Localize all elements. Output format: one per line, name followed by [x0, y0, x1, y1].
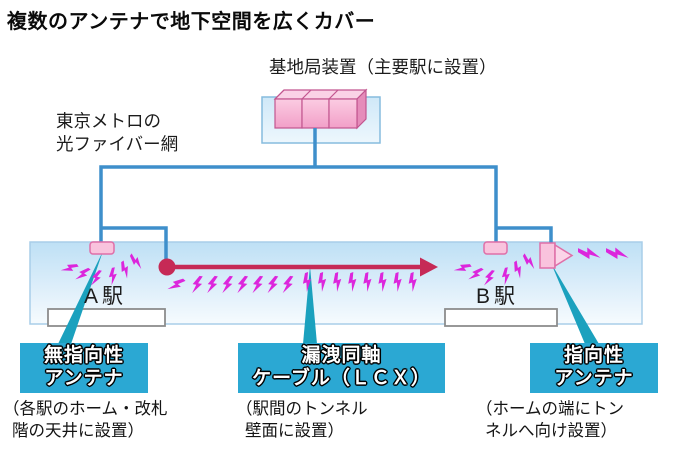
desc-lcx-line1: （駅間のトンネル [236, 400, 368, 418]
diagram-title: 複数のアンテナで地下空間を広くカバー [7, 11, 376, 33]
base-station-label: 基地局装置（主要駅に設置） [269, 57, 497, 77]
station-b-label: B駅 [476, 285, 520, 308]
fiber-label-line1: 東京メトロの [56, 111, 161, 131]
desc-directional-line2: ネルへ向け設置） [485, 422, 617, 441]
callout-directional-line2: アンテナ [554, 368, 634, 389]
callout-lcx-cable: 漏洩同軸 ケーブル（ＬＣＸ） [238, 343, 445, 393]
callout-lcx-line1: 漏洩同軸 [301, 345, 382, 367]
fiber-network-label: 東京メトロの 光ファイバー網 [56, 110, 178, 156]
callout-leader-lines [58, 251, 599, 344]
base-station-icon [273, 88, 368, 130]
leader-directional [551, 263, 599, 344]
desc-omni-antenna: （各駅のホーム・改札 階の天井に設置） [3, 398, 168, 443]
omni-antenna-b-icon [483, 241, 508, 255]
desc-omni-line2: 階の天井に設置） [12, 422, 144, 441]
platform-a [47, 308, 166, 327]
desc-directional-line1: （ホームの端にトン [476, 400, 625, 418]
leader-lcx [303, 266, 317, 344]
station-a-label: A駅 [84, 285, 128, 308]
leader-omni [58, 251, 103, 344]
desc-omni-line1: （各駅のホーム・改札 [3, 400, 168, 418]
callout-omni-line2: アンテナ [44, 368, 124, 389]
fiber-network-line [99, 128, 553, 260]
desc-lcx-cable: （駅間のトンネル 壁面に設置） [236, 398, 368, 443]
platform-b [444, 308, 558, 327]
lcx-cable-arrow [158, 257, 438, 277]
callout-directional-antenna: 指向性 アンテナ [530, 343, 658, 393]
omni-antenna-a-icon [89, 241, 115, 255]
callout-omni-line1: 無指向性 [43, 345, 124, 367]
directional-antenna-icon [539, 242, 574, 269]
callout-lcx-line2: ケーブル（ＬＣＸ） [252, 368, 431, 389]
desc-directional-antenna: （ホームの端にトン ネルへ向け設置） [476, 398, 624, 443]
callout-omni-antenna: 無指向性 アンテナ [20, 343, 148, 393]
callout-directional-line1: 指向性 [563, 345, 624, 367]
desc-lcx-line2: 壁面に設置） [245, 422, 344, 441]
fiber-label-line2: 光ファイバー網 [56, 134, 179, 155]
